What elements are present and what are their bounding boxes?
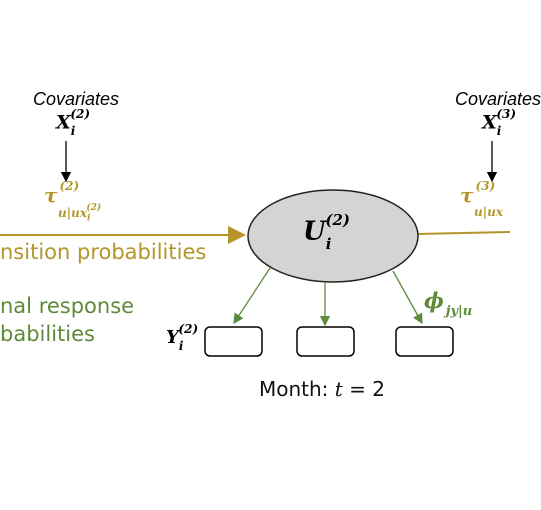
covariate-symbol-left: Xi(2) [56, 107, 91, 139]
covariate-label-left: Covariates [33, 89, 120, 109]
latent-state-node [247, 189, 419, 283]
response-probabilities-label-line1: nal response [0, 294, 135, 318]
tau-symbol-left: τ(2) [44, 179, 80, 207]
observed-box-2 [296, 326, 355, 357]
covariate-label-right: Covariates [455, 89, 541, 109]
latent-node-label: Ui(2) [303, 211, 351, 253]
tau-subscript-left: u|uxi(2) [58, 203, 102, 224]
hidden-markov-diagram: Covariates Xi(2) Covariates Xi(3) τ(2) u… [0, 89, 541, 401]
transition-arrow-out [416, 231, 511, 235]
tau-subscript-right: u|ux [474, 205, 503, 219]
observed-box-1 [204, 326, 263, 357]
transition-probabilities-label: nsition probabilities [0, 240, 207, 264]
month-label: Month: t = 2 [259, 377, 386, 401]
response-arrow-3 [392, 270, 423, 325]
tau-symbol-right: τ(3) [460, 179, 496, 207]
observed-label: Yi(2) [166, 322, 199, 353]
covariate-symbol-right: Xi(3) [482, 107, 517, 139]
response-probabilities-label-line2: babilities [0, 322, 95, 346]
response-arrow-1 [233, 267, 271, 325]
diagram-edges [0, 141, 511, 357]
observed-box-3 [395, 326, 454, 357]
